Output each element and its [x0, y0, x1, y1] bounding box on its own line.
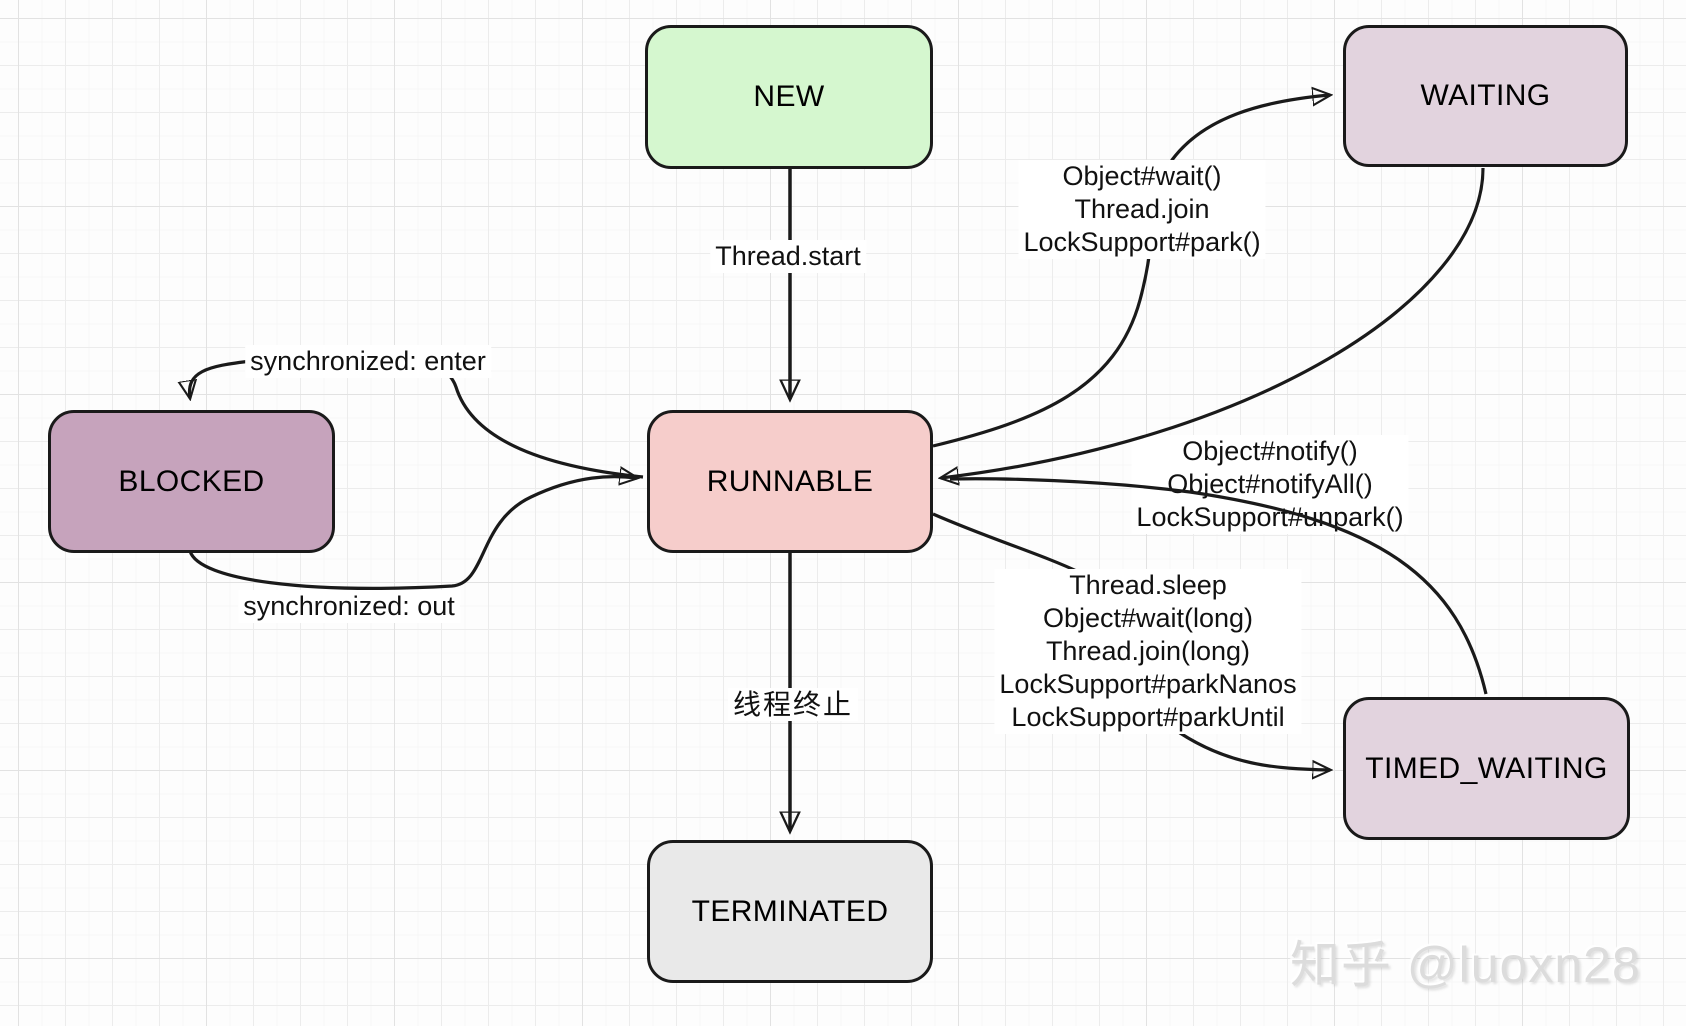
edge-label-thread-start: Thread.start — [710, 240, 866, 273]
state-waiting-label: WAITING — [1420, 79, 1551, 112]
state-blocked-label: BLOCKED — [118, 464, 265, 498]
edge-label-notify-methods: Object#notify() Object#notifyAll() LockS… — [1131, 435, 1409, 534]
edge-label-line: LockSupport#unpark() — [1136, 502, 1404, 532]
edge-label-line: synchronized: enter — [250, 346, 486, 376]
state-new-label: NEW — [753, 80, 825, 113]
watermark: 知乎 @luoxn28 — [1290, 937, 1641, 993]
edge-label-line: Thread.join(long) — [1045, 636, 1251, 666]
state-timed-waiting-label: TIMED_WAITING — [1365, 751, 1608, 785]
edge-label-line: synchronized: out — [243, 591, 455, 621]
edge-label-line: Object#wait() — [1062, 161, 1222, 191]
edge-label-line: 线程终止 — [732, 689, 854, 720]
state-waiting: WAITING — [1343, 25, 1628, 167]
state-terminated: TERMINATED — [647, 840, 933, 983]
state-runnable: RUNNABLE — [647, 410, 933, 553]
edge-label-terminate: 线程终止 — [727, 688, 859, 721]
edge-label-line: Thread.join — [1074, 194, 1210, 224]
edge-label-line: Object#notifyAll() — [1167, 469, 1373, 499]
edge-label-line: LockSupport#parkNanos — [999, 669, 1297, 699]
edge-label-line: Object#notify() — [1182, 436, 1358, 466]
state-runnable-label: RUNNABLE — [706, 464, 874, 498]
state-timed-waiting: TIMED_WAITING — [1343, 697, 1630, 840]
edge-label-line: LockSupport#park() — [1023, 227, 1261, 257]
edge-label-sleep-methods: Thread.sleep Object#wait(long) Thread.jo… — [994, 569, 1302, 734]
edge-label-line: Object#wait(long) — [1042, 603, 1254, 633]
edge-label-line: Thread.sleep — [1069, 570, 1227, 600]
edge-label-line: Thread.start — [715, 241, 861, 271]
edge-label-line: LockSupport#parkUntil — [1011, 702, 1285, 732]
edge-label-synchronized-enter: synchronized: enter — [245, 345, 491, 378]
edge-runnable-to-waiting — [932, 95, 1330, 448]
state-terminated-label: TERMINATED — [691, 894, 889, 928]
state-new: NEW — [645, 25, 933, 169]
edge-label-wait-methods: Object#wait() Thread.join LockSupport#pa… — [1018, 160, 1266, 259]
state-blocked: BLOCKED — [48, 410, 335, 553]
edge-label-synchronized-out: synchronized: out — [238, 590, 460, 623]
